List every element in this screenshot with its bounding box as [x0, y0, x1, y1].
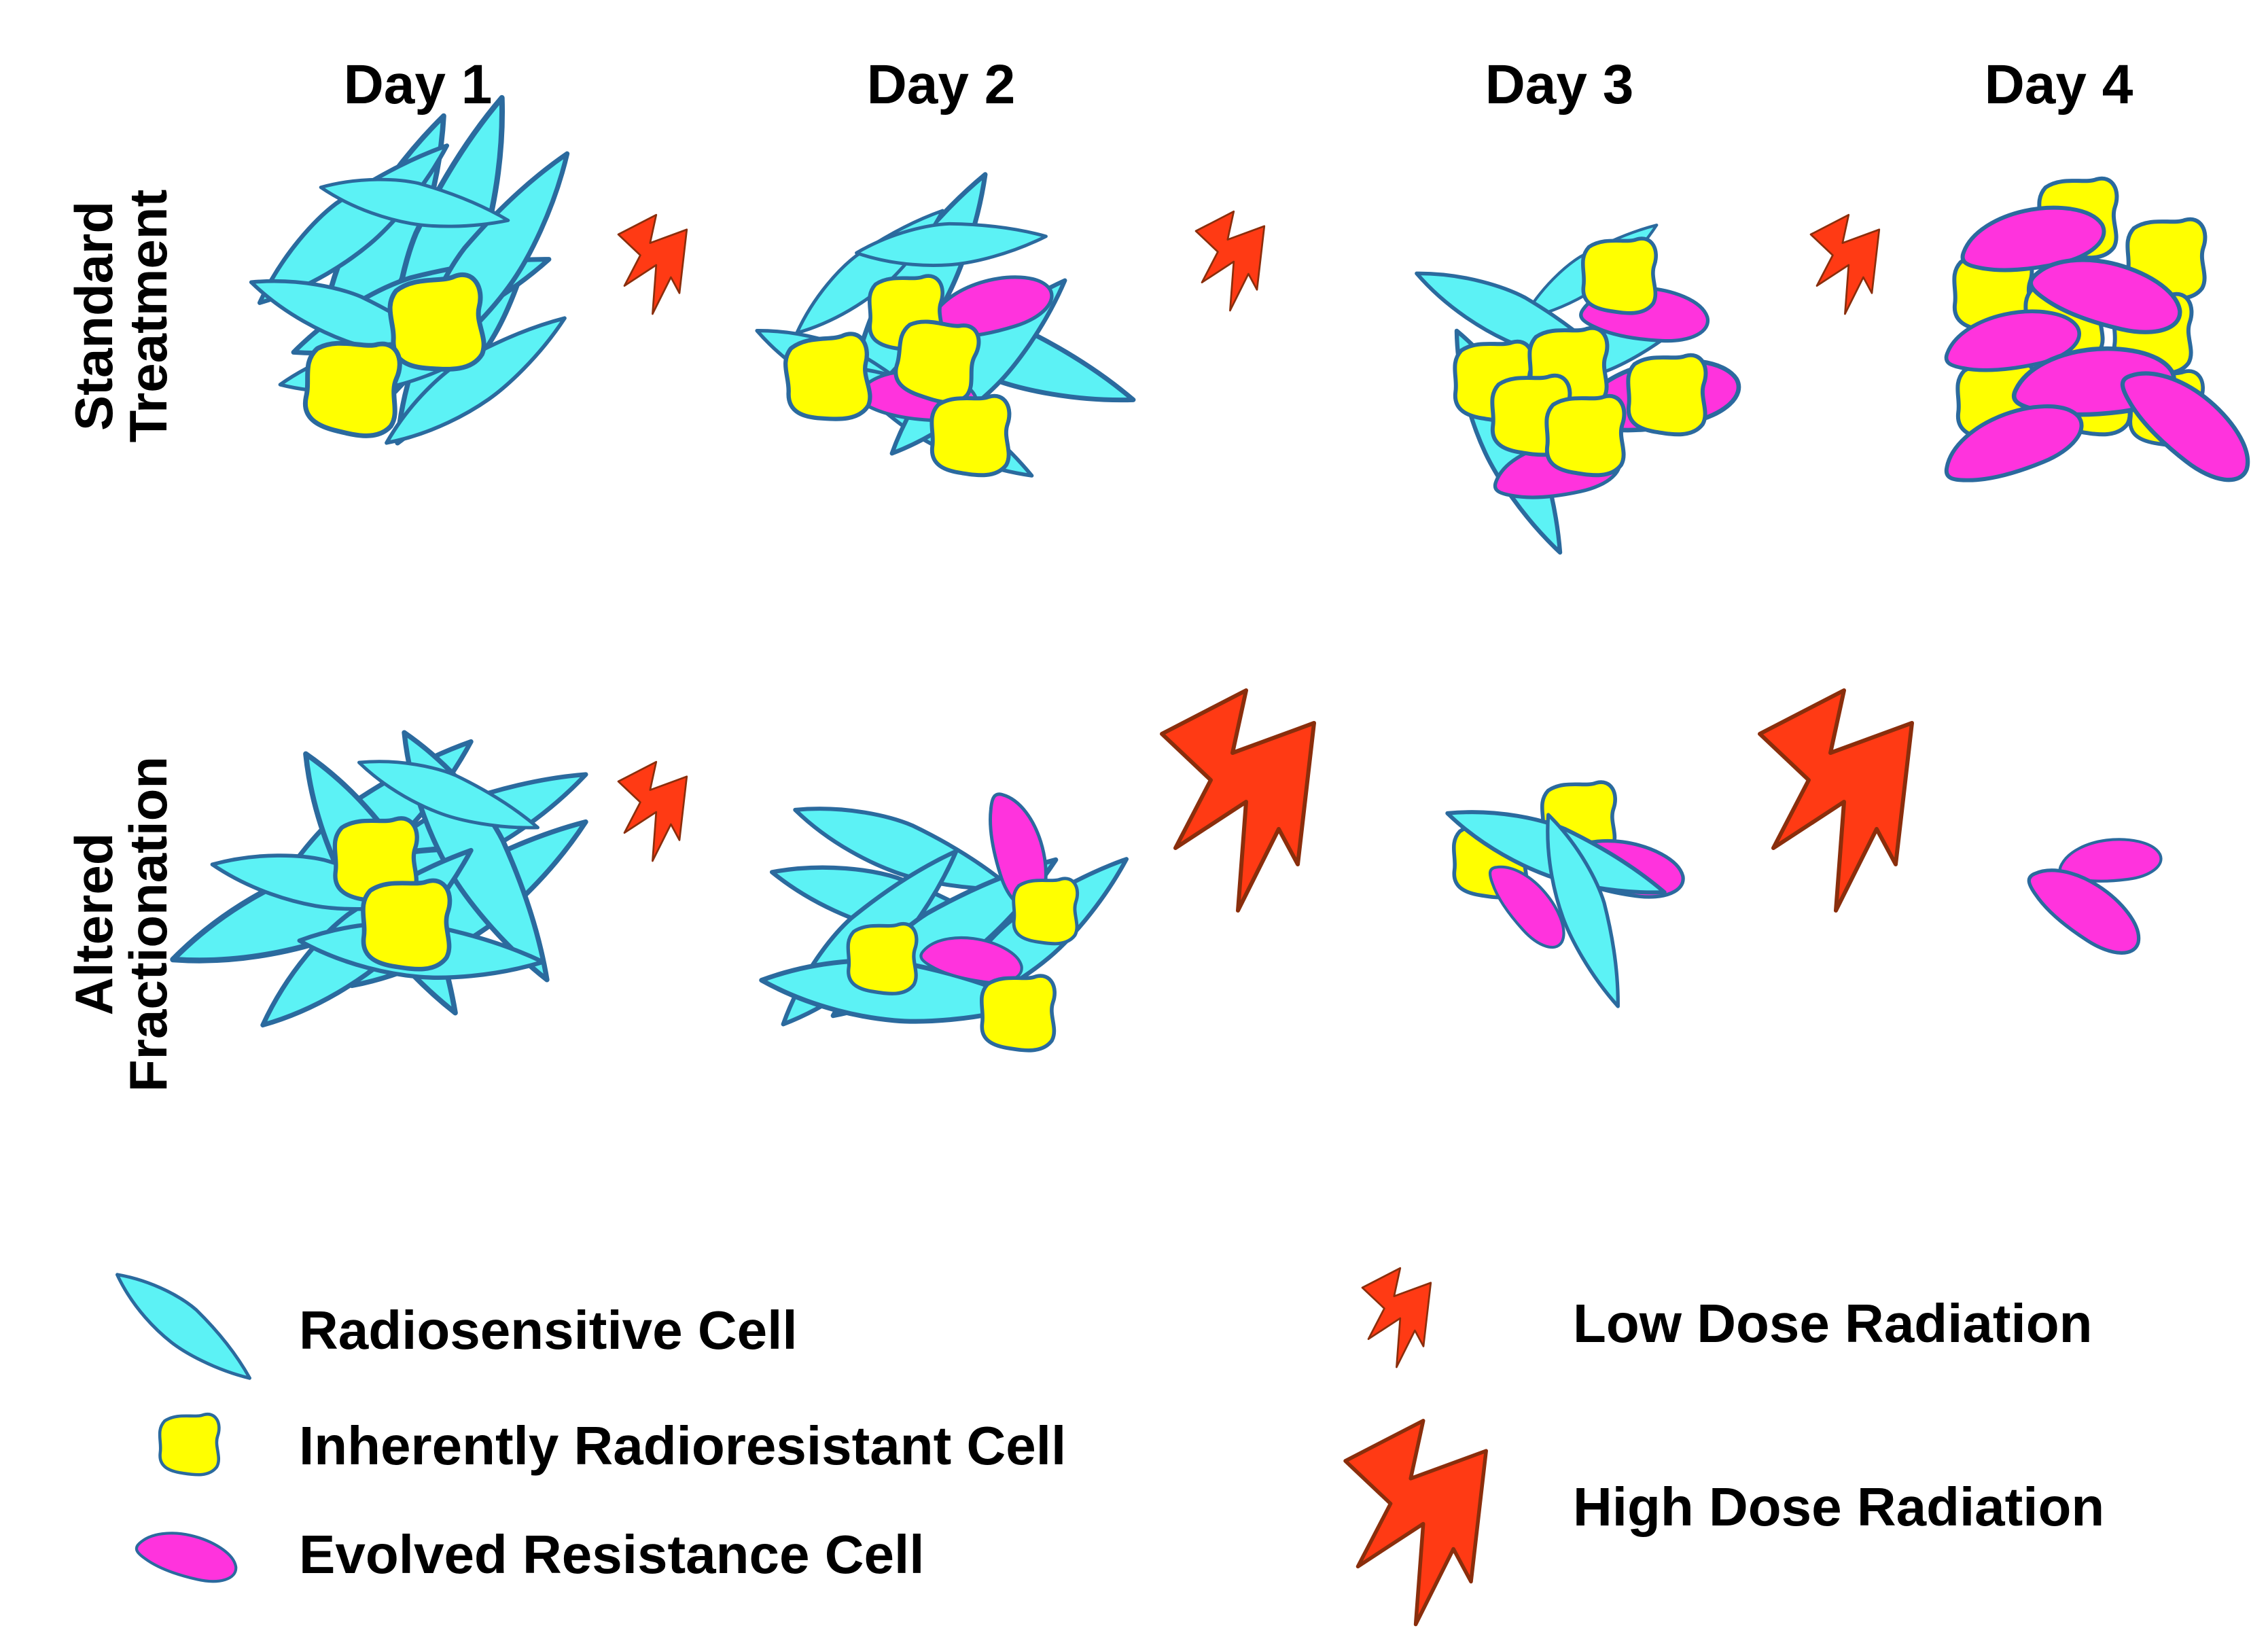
row-label-altered: Altered Fractionation: [64, 756, 178, 1092]
cluster-altered-day1: [160, 717, 603, 1047]
cluster-standard-day2: [748, 160, 1144, 495]
cluster-standard-day4: [1934, 179, 2265, 495]
inherent-radioresistant-cell: [363, 881, 450, 969]
inherent-radioresistant-cell: [1014, 879, 1078, 944]
day-2-header: Day 2: [867, 54, 1016, 116]
cluster-standard-day1: [242, 86, 590, 461]
inherent-radioresistant-cell: [848, 923, 917, 993]
inherent-radioresistant-cell: [302, 338, 402, 438]
legend-high-dose-icon: [1345, 1421, 1486, 1625]
inherent-radioresistant-cell: [1546, 396, 1624, 476]
legend: Radiosensitive Cell Inherently Radioresi…: [105, 1258, 2104, 1624]
legend-high-dose-label: High Dose Radiation: [1573, 1477, 2104, 1537]
row-label-standard: Standard Treatment: [64, 190, 178, 443]
row-label-altered-line1: Altered: [64, 833, 124, 1016]
inherent-radioresistant-cell: [387, 273, 486, 374]
high-dose-bolt: [1162, 690, 1314, 911]
inherent-radioresistant-cell: [982, 976, 1055, 1051]
inherent-radioresistant-cell: [160, 1414, 219, 1475]
legend-inherent-label: Inherently Radioresistant Cell: [299, 1415, 1066, 1476]
cluster-standard-day3: [1407, 210, 1743, 563]
row-label-altered-line2: Fractionation: [118, 756, 178, 1092]
legend-radiosensitive-icon: [105, 1258, 263, 1394]
inherent-radioresistant-cell: [1583, 239, 1656, 313]
inherent-radioresistant-cell: [783, 332, 872, 423]
cluster-altered-day2: [759, 786, 1143, 1050]
low-dose-bolt: [1809, 213, 1881, 315]
high-dose-bolt: [1345, 1421, 1486, 1625]
legend-radiosensitive-label: Radiosensitive Cell: [299, 1300, 798, 1360]
inherent-radioresistant-cell: [932, 396, 1009, 476]
evolved-resistance-cell: [132, 1523, 241, 1589]
row-label-standard-line1: Standard: [64, 201, 124, 431]
cluster-altered-day3: [1439, 782, 1688, 1014]
low-dose-bolt: [617, 760, 688, 862]
legend-evolved-icon: [132, 1523, 241, 1589]
legend-evolved-label: Evolved Resistance Cell: [299, 1524, 924, 1585]
legend-low-dose-label: Low Dose Radiation: [1573, 1293, 2093, 1354]
low-dose-bolt: [617, 213, 688, 315]
radiosensitive-cell: [105, 1258, 263, 1394]
high-dose-bolt: [1760, 690, 1912, 911]
legend-inherent-icon: [160, 1414, 219, 1475]
day-1-header: Day 1: [344, 54, 493, 116]
low-dose-bolt: [1361, 1267, 1432, 1369]
low-dose-bolt: [1194, 210, 1266, 312]
row-label-standard-line2: Treatment: [118, 190, 178, 443]
cluster-altered-day4: [2019, 836, 2163, 966]
inherent-radioresistant-cell: [1628, 355, 1705, 435]
legend-low-dose-icon: [1361, 1267, 1432, 1369]
day-3-header: Day 3: [1485, 54, 1634, 116]
day-4-header: Day 4: [1985, 54, 2133, 116]
